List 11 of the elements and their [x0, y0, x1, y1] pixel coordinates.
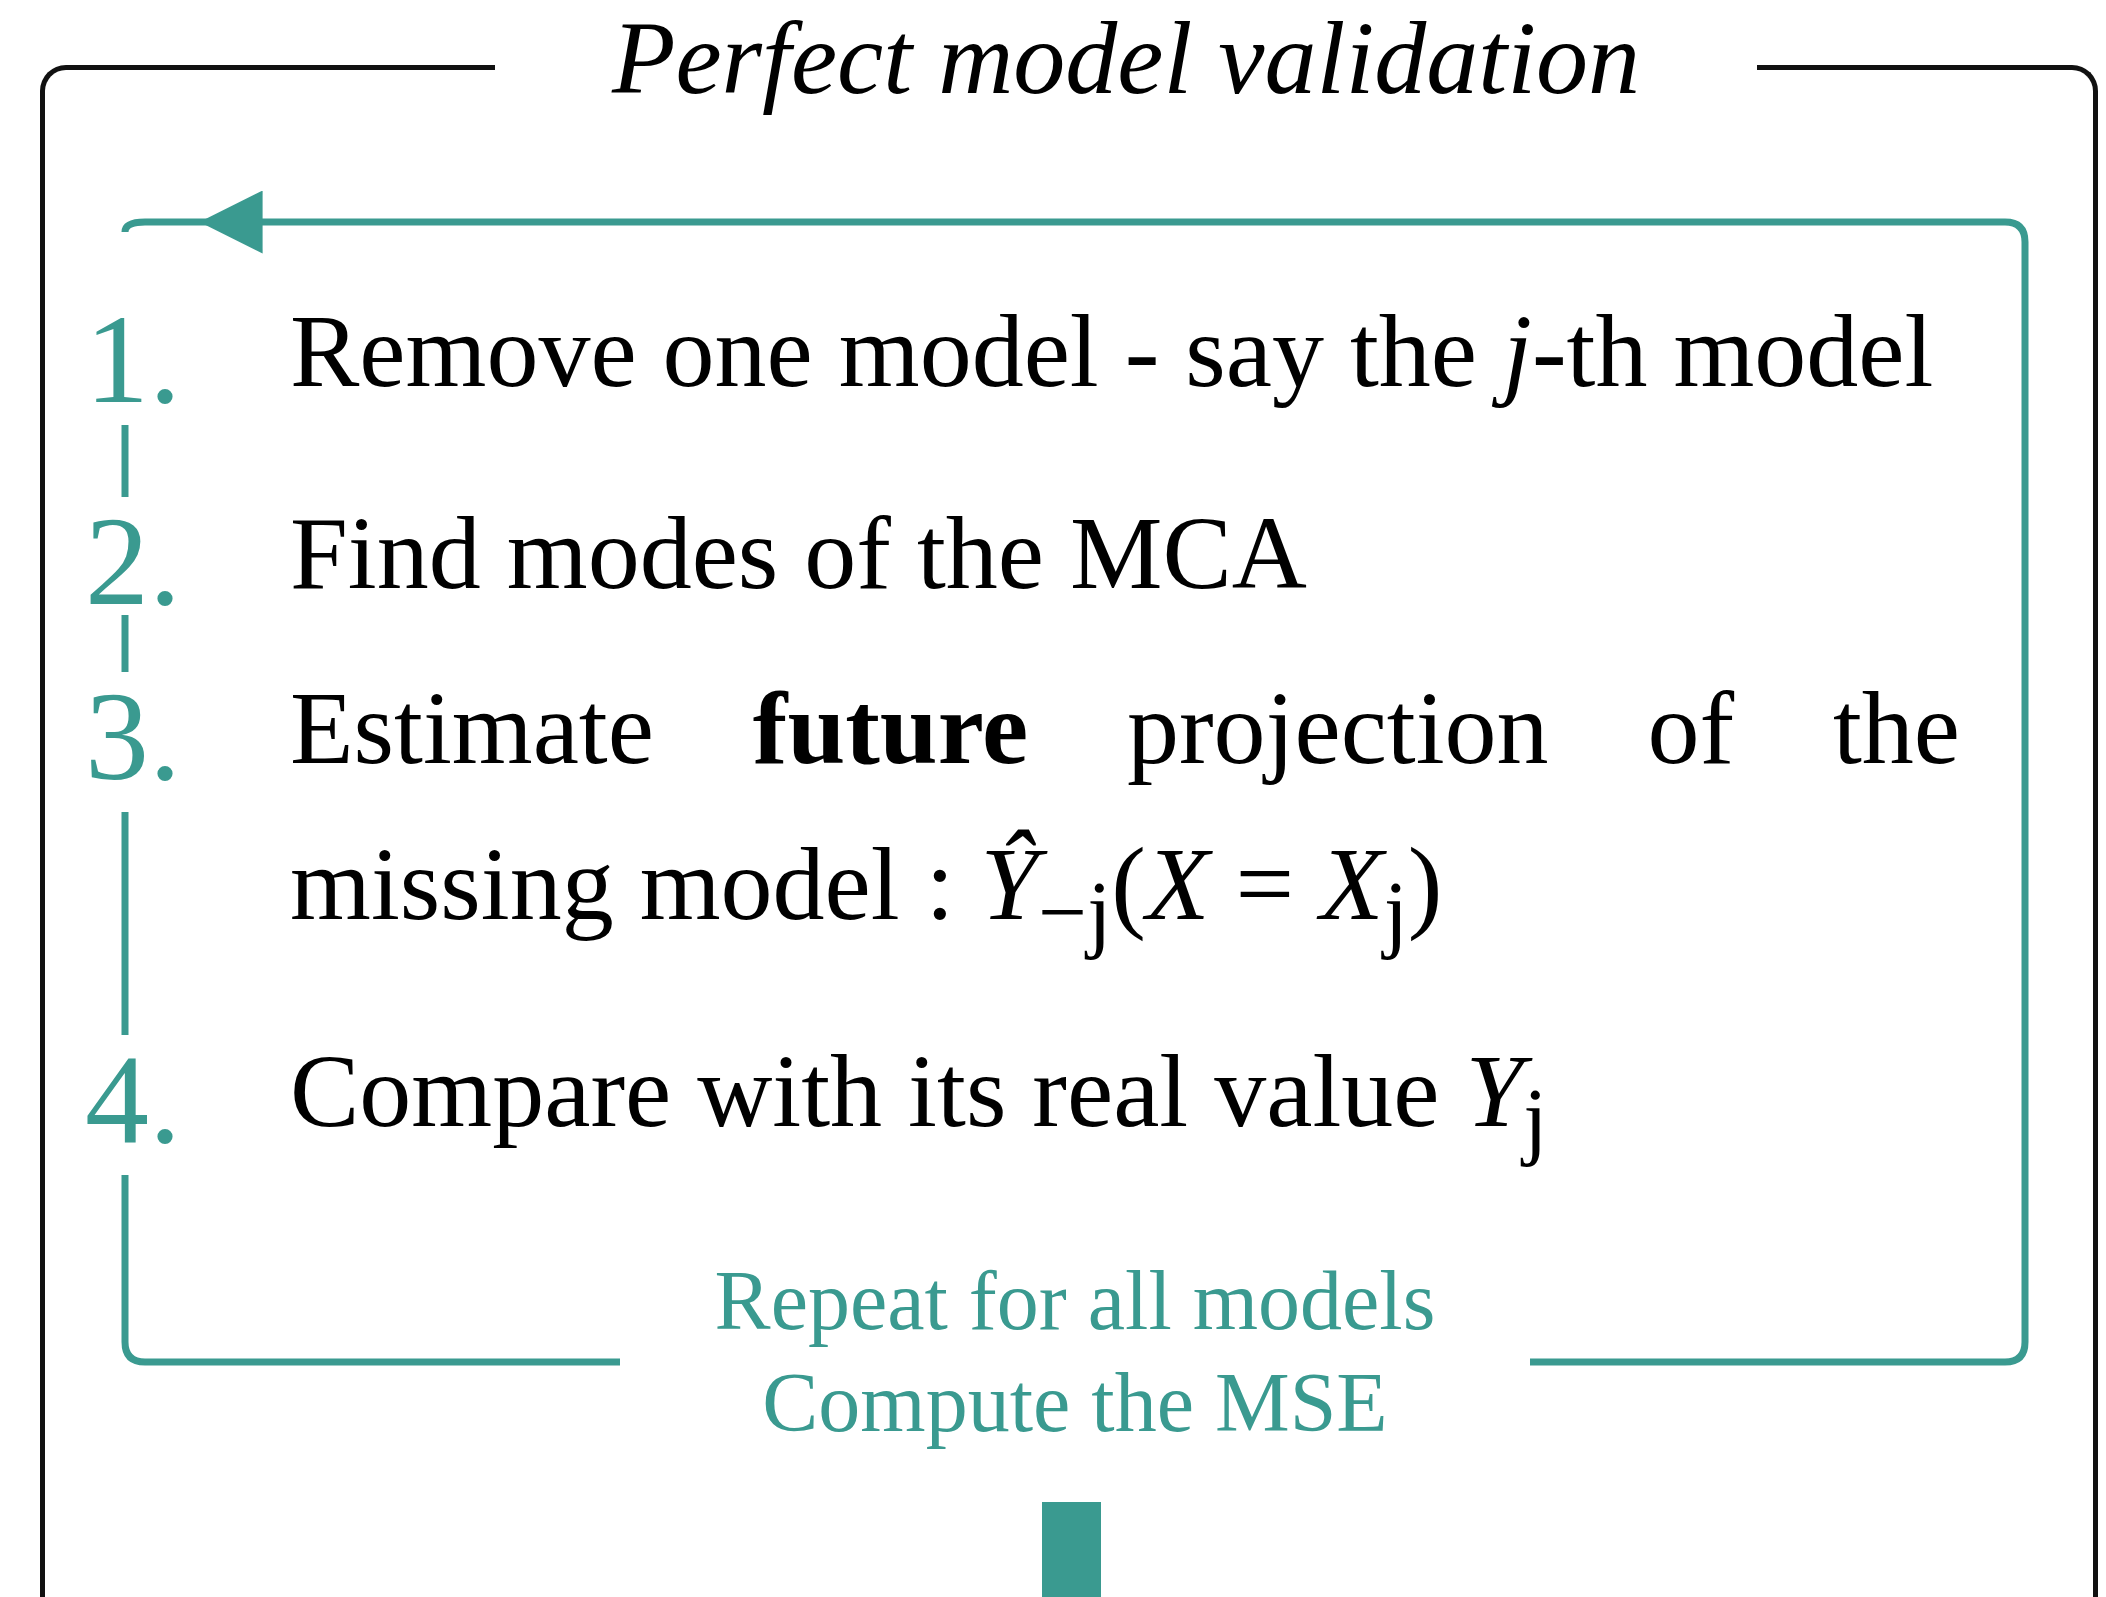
step-number: 1.: [85, 295, 181, 423]
connector-bar: [1042, 1502, 1101, 1597]
step-text: Estimate future projection of the missing model : Ŷ$_{−j}$(X = X$_{j}$): [290, 669, 1960, 962]
loop-caption: Repeat for all models Compute the MSE: [620, 1250, 1530, 1460]
step-text: Remove one model - say the j-th model: [290, 292, 1935, 410]
step-text: Compare with its real value Y$_{j}$: [290, 1032, 1549, 1169]
step-number: 2.: [85, 497, 181, 625]
loop-arrow: [121, 190, 2029, 1366]
step-number: 3.: [85, 672, 181, 800]
step-text: Find modes of the MCA: [290, 494, 1308, 612]
step-number: 4.: [85, 1035, 181, 1163]
